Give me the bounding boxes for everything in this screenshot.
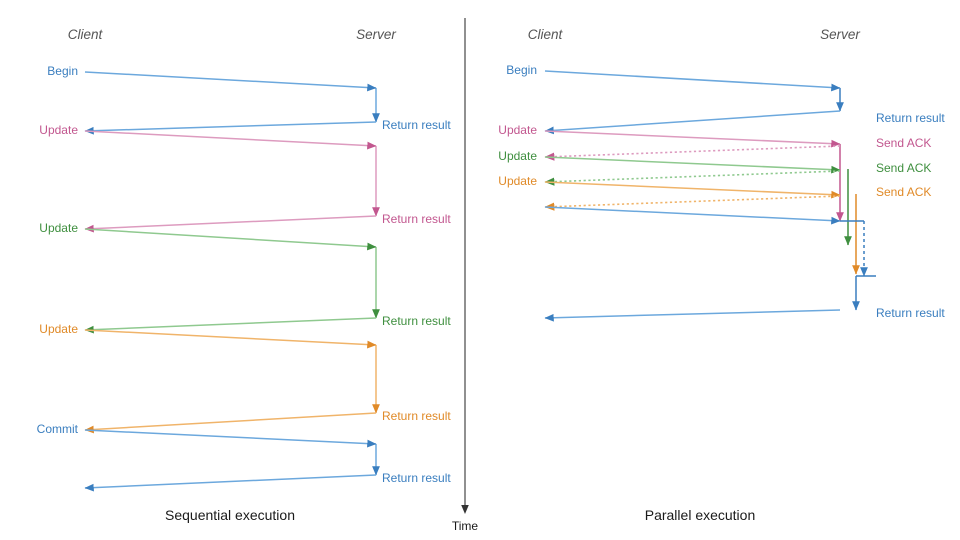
message-arrow: Return result — [84, 409, 451, 434]
message-arrow: Send ACK — [544, 161, 931, 186]
message-label: Send ACK — [876, 185, 931, 199]
message-label: Return result — [876, 111, 945, 125]
message-arrow: Update — [39, 123, 377, 150]
message-arrow: Update — [498, 174, 841, 199]
message-label: Update — [498, 123, 537, 137]
message-arrow: Begin — [506, 63, 841, 92]
left-panel-caption: Sequential execution — [165, 507, 295, 523]
right-panel-caption: Parallel execution — [645, 507, 756, 523]
message-label: Return result — [382, 118, 451, 132]
message-arrow: Commit — [37, 422, 377, 448]
message-label: Begin — [506, 63, 537, 77]
message-arrow: Return result — [544, 306, 945, 322]
message-arrow: Update — [498, 123, 841, 148]
message-arrow: Return result — [544, 110, 945, 135]
message-label: Return result — [382, 409, 451, 423]
message-label: Commit — [37, 422, 79, 436]
message-label: Return result — [382, 212, 451, 226]
message-label: Update — [498, 149, 537, 163]
right-server-lane-header: Server — [820, 27, 860, 42]
message-label: Send ACK — [876, 136, 931, 150]
message-label: Return result — [382, 471, 451, 485]
message-arrow — [544, 206, 841, 225]
message-label: Update — [498, 174, 537, 188]
message-arrow: Begin — [47, 64, 377, 92]
message-arrow: Return result — [84, 314, 451, 334]
message-label: Return result — [876, 306, 945, 320]
message-label: Update — [39, 322, 78, 336]
message-label: Update — [39, 221, 78, 235]
message-arrow: Update — [498, 149, 841, 174]
message-label: Return result — [382, 314, 451, 328]
message-arrow: Return result — [84, 471, 451, 492]
right-client-lane-header: Client — [528, 27, 564, 42]
left-client-lane-header: Client — [68, 27, 104, 42]
time-axis-arrowhead — [461, 505, 469, 514]
right-server-activation-group — [836, 88, 876, 311]
message-label: Begin — [47, 64, 78, 78]
message-arrow: Update — [39, 221, 377, 251]
message-arrow: Return result — [84, 212, 451, 233]
message-arrow: Send ACK — [544, 136, 931, 161]
message-arrow: Send ACK — [544, 185, 931, 211]
message-arrow: Return result — [84, 118, 451, 135]
message-label: Send ACK — [876, 161, 931, 175]
message-arrow: Update — [39, 322, 377, 349]
message-label: Update — [39, 123, 78, 137]
time-axis-label: Time — [452, 519, 479, 533]
left-server-lane-header: Server — [356, 27, 396, 42]
